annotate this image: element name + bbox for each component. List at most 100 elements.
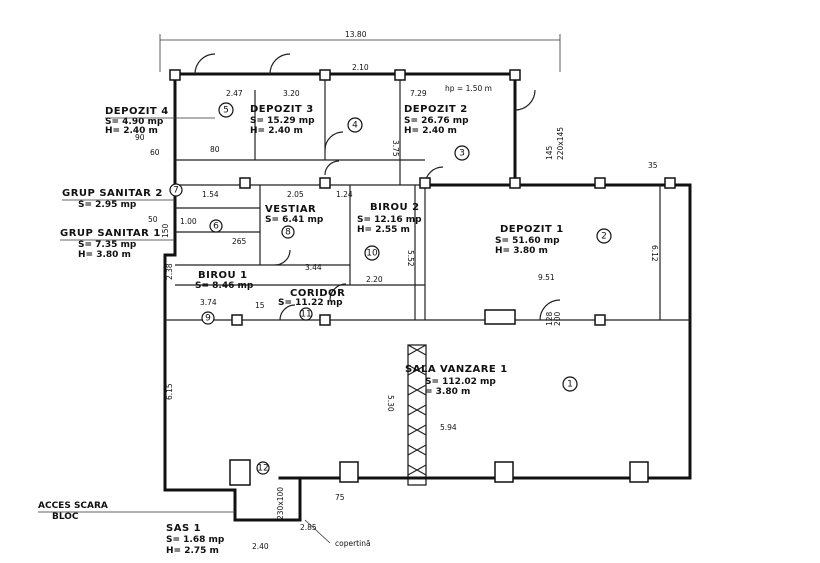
room-sas1: SAS 1 S= 1.68 mp H= 2.75 m 12 (166, 461, 270, 556)
svg-text:S= 7.35 mp: S= 7.35 mp (78, 240, 137, 250)
annotations: ACCES SCARA BLOC copertinã hp = 1.50 m (38, 84, 492, 548)
outer-walls (163, 72, 692, 522)
room-grup-sanitar-2: GRUP SANITAR 2 S= 2.95 mp 7 (62, 183, 183, 210)
svg-text:9.51: 9.51 (538, 273, 555, 282)
svg-text:2.38: 2.38 (165, 263, 174, 280)
svg-text:10: 10 (366, 249, 378, 259)
door-arcs (194, 53, 561, 321)
svg-text:1.00: 1.00 (180, 217, 197, 226)
svg-text:6: 6 (213, 222, 219, 232)
overall-dimension-text: 13.80 (345, 30, 367, 39)
svg-text:BIROU 1: BIROU 1 (198, 270, 248, 281)
svg-text:2.05: 2.05 (287, 190, 304, 199)
svg-text:8: 8 (285, 228, 291, 238)
svg-text:5: 5 (223, 106, 229, 116)
svg-text:BIROU 2: BIROU 2 (370, 202, 420, 213)
svg-text:H= 3.80 m: H= 3.80 m (78, 250, 131, 260)
svg-text:H= 3.80 m: H= 3.80 m (495, 246, 548, 256)
svg-text:7.29: 7.29 (410, 89, 427, 98)
svg-text:150: 150 (161, 223, 170, 238)
svg-text:11: 11 (300, 310, 311, 320)
svg-text:H= 2.75 m: H= 2.75 m (166, 546, 219, 556)
svg-text:CORIDOR: CORIDOR (290, 288, 345, 299)
room-depozit1: DEPOZIT 1 S= 51.60 mp H= 3.80 m 2 (495, 224, 612, 256)
svg-text:S= 26.76 mp: S= 26.76 mp (404, 116, 469, 126)
svg-text:S= 2.95 mp: S= 2.95 mp (78, 200, 137, 210)
svg-text:2.10: 2.10 (352, 63, 369, 72)
svg-text:S= 4.90 mp: S= 4.90 mp (105, 117, 164, 127)
svg-text:50: 50 (148, 215, 158, 224)
column-strip (407, 344, 427, 486)
svg-text:2: 2 (601, 232, 607, 242)
svg-text:9: 9 (205, 314, 211, 324)
svg-text:3.44: 3.44 (305, 263, 322, 272)
svg-text:H= 2.40 m: H= 2.40 m (404, 126, 457, 136)
svg-text:265: 265 (232, 237, 247, 246)
svg-text:6.12: 6.12 (650, 245, 659, 262)
svg-text:200: 200 (553, 311, 562, 326)
svg-text:3.75: 3.75 (391, 140, 400, 157)
svg-text:90: 90 (135, 133, 145, 142)
svg-text:2.20: 2.20 (366, 275, 383, 284)
svg-text:S= 1.68 mp: S= 1.68 mp (166, 535, 225, 545)
room-birou2: BIROU 2 S= 12.16 mp H= 2.55 m 10 (357, 202, 422, 261)
svg-text:3.74: 3.74 (200, 298, 217, 307)
room-depozit3: DEPOZIT 3 S= 15.29 mp H= 2.40 m 4 (250, 104, 363, 136)
svg-text:60: 60 (150, 148, 160, 157)
svg-text:12: 12 (257, 464, 268, 474)
svg-text:SAS 1: SAS 1 (166, 523, 201, 534)
interior-walls (165, 74, 690, 321)
room-depozit4: DEPOZIT 4 S= 4.90 mp H= 2.40 m 5 (105, 102, 234, 136)
room-coridor: CORIDOR S= 11.22 mp 11 (278, 288, 345, 321)
svg-text:SALA VANZARE 1: SALA VANZARE 1 (405, 364, 508, 375)
svg-text:2.85: 2.85 (300, 523, 317, 532)
svg-text:75: 75 (335, 493, 345, 502)
svg-text:S= 8.46 mp: S= 8.46 mp (195, 281, 254, 291)
svg-text:VESTIAR: VESTIAR (265, 204, 316, 215)
pillars (169, 69, 676, 486)
svg-text:GRUP SANITAR 1: GRUP SANITAR 1 (60, 228, 161, 239)
svg-text:15: 15 (255, 301, 265, 310)
svg-text:S= 6.41 mp: S= 6.41 mp (265, 215, 324, 225)
svg-text:3: 3 (459, 149, 465, 159)
svg-text:DEPOZIT 1: DEPOZIT 1 (500, 224, 564, 235)
svg-text:GRUP SANITAR 2: GRUP SANITAR 2 (62, 188, 163, 199)
svg-text:DEPOZIT 4: DEPOZIT 4 (105, 106, 169, 117)
svg-text:H= 2.40 m: H= 2.40 m (105, 126, 158, 136)
svg-text:H= 2.40 m: H= 2.40 m (250, 126, 303, 136)
svg-text:DEPOZIT 3: DEPOZIT 3 (250, 104, 314, 115)
overall-dimension-line: 13.80 (159, 30, 561, 72)
dimension-texts: 2.47 3.20 7.29 2.10 3.75 1.54 2.05 1.24 … (135, 63, 659, 551)
svg-text:1.24: 1.24 (336, 190, 353, 199)
svg-text:220x145: 220x145 (556, 127, 565, 160)
svg-text:DEPOZIT 2: DEPOZIT 2 (404, 104, 468, 115)
svg-text:S= 11.22 mp: S= 11.22 mp (278, 298, 343, 308)
room-grup-sanitar-1: GRUP SANITAR 1 S= 7.35 mp H= 3.80 m 6 (60, 219, 223, 260)
acces-label: ACCES SCARA (38, 501, 108, 511)
svg-text:S= 112.02 mp: S= 112.02 mp (425, 377, 496, 387)
room-sala-vanzare-1: SALA VANZARE 1 S= 112.02 mp = 3.80 m 1 (405, 364, 578, 397)
svg-text:4: 4 (352, 121, 358, 131)
svg-text:1: 1 (567, 380, 573, 390)
svg-text:230x100: 230x100 (276, 487, 285, 520)
svg-text:145: 145 (545, 145, 554, 160)
svg-text:= 3.80 m: = 3.80 m (425, 387, 470, 397)
copertina-label: copertinã (335, 539, 371, 548)
svg-text:2.40: 2.40 (252, 542, 269, 551)
svg-text:5.94: 5.94 (440, 423, 457, 432)
room-depozit2: DEPOZIT 2 S= 26.76 mp H= 2.40 m 3 (404, 104, 470, 161)
svg-text:S= 12.16 mp: S= 12.16 mp (357, 215, 422, 225)
room-birou1: BIROU 1 S= 8.46 mp 9 (195, 270, 254, 325)
svg-text:7: 7 (173, 186, 179, 196)
room-vestiar: VESTIAR S= 6.41 mp 8 (265, 204, 324, 239)
svg-text:5.52: 5.52 (406, 250, 415, 267)
svg-text:80: 80 (210, 145, 220, 154)
svg-text:5.30: 5.30 (386, 395, 395, 412)
svg-text:6.15: 6.15 (165, 383, 174, 400)
bloc-label: BLOC (52, 512, 79, 522)
svg-text:H= 2.55 m: H= 2.55 m (357, 225, 410, 235)
svg-text:3.20: 3.20 (283, 89, 300, 98)
svg-text:S= 15.29 mp: S= 15.29 mp (250, 116, 315, 126)
hp-label: hp = 1.50 m (445, 84, 492, 93)
